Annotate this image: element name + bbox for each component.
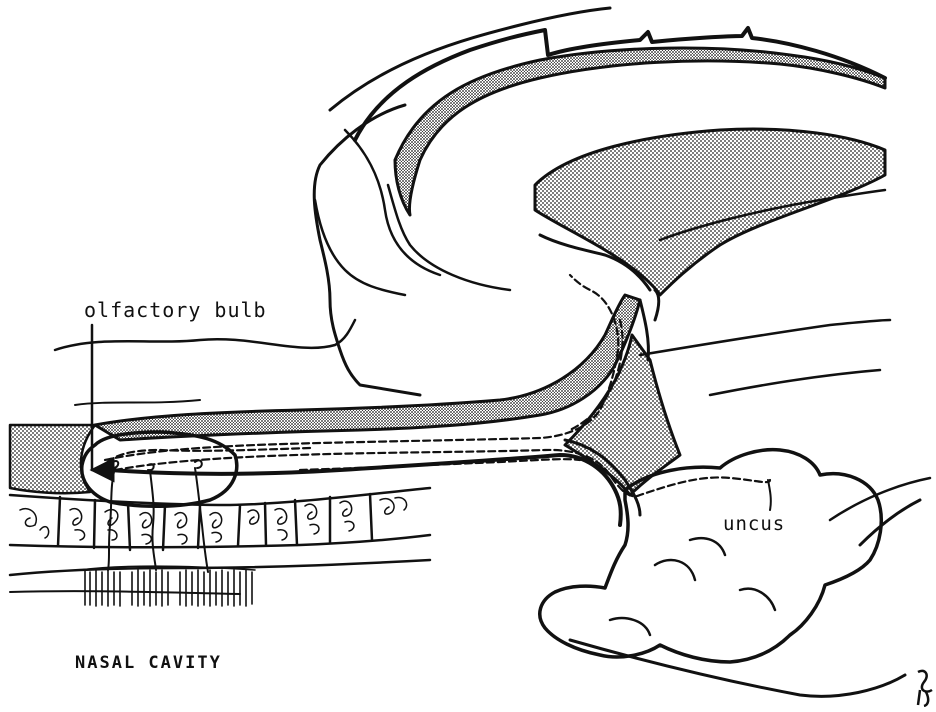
uncus-shape: [540, 450, 881, 662]
olfactory-bulb-label: olfactory bulb: [84, 298, 267, 322]
signature-mark: [918, 671, 932, 706]
cortex-stippled-region: [535, 129, 885, 295]
uncus-label: uncus: [723, 513, 785, 535]
nasal-cavity-label: NASAL CAVITY: [75, 653, 222, 673]
olfactory-bulb-shape: [82, 432, 237, 506]
